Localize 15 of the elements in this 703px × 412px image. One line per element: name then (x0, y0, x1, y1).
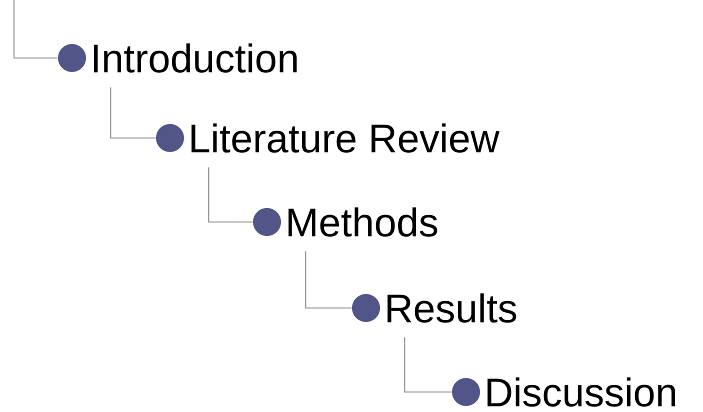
connector-line (404, 337, 452, 393)
connector-line (305, 251, 352, 309)
bullet-dot (253, 208, 281, 236)
step-label: Discussion (488, 377, 676, 407)
step-label: Methods (288, 207, 438, 237)
bullet-dot (352, 294, 380, 322)
step-label: Introduction (94, 43, 297, 73)
bullet-dot (452, 378, 480, 406)
connector-line (13, 0, 58, 59)
connector-line (208, 167, 253, 223)
step-label: Results (388, 293, 516, 323)
bullet-dot (58, 44, 86, 72)
bullet-dot (156, 124, 184, 152)
connector-line (110, 87, 156, 139)
step-label: Literature Review (192, 123, 500, 153)
